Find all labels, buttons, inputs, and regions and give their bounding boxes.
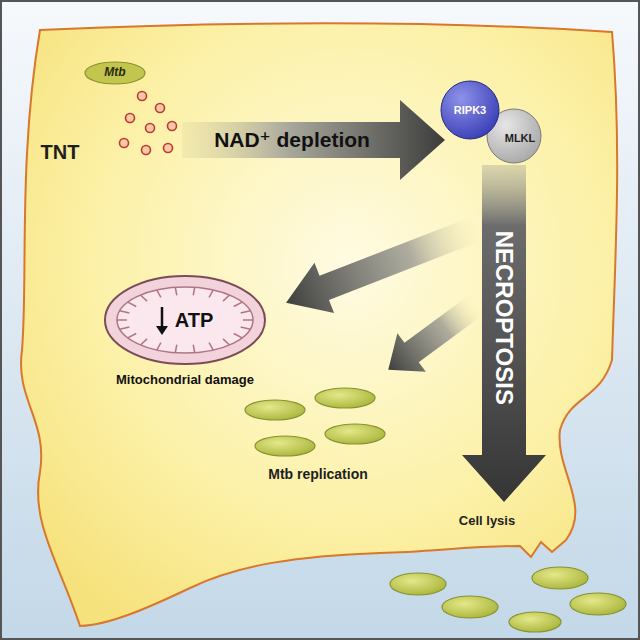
crista xyxy=(175,287,176,295)
crista xyxy=(223,339,230,345)
crista xyxy=(120,327,130,329)
crista xyxy=(117,319,127,321)
crista xyxy=(193,287,194,295)
crista xyxy=(157,343,161,350)
ripk3-protein: RIPK3 xyxy=(440,80,500,140)
crista xyxy=(128,302,136,306)
crista xyxy=(241,327,251,329)
arrow-label: NAD⁺ depletion xyxy=(214,128,370,152)
ripk3-protein-text: RIPK3 xyxy=(454,104,486,117)
crista xyxy=(209,290,213,297)
replication-label: Mtb replication xyxy=(268,466,368,482)
crista xyxy=(234,302,242,306)
crista xyxy=(223,295,230,301)
crista xyxy=(175,345,176,353)
crista xyxy=(140,339,147,345)
mtb-bacterium-text: Mtb xyxy=(104,66,125,80)
crista xyxy=(128,334,136,338)
crista xyxy=(241,311,251,313)
mlkl-protein-text: MLKL xyxy=(505,132,536,145)
mtb-replicating-bacteria xyxy=(245,388,385,456)
released-bacteria xyxy=(390,567,626,632)
lysis-label: Cell lysis xyxy=(459,514,515,529)
mitochondrion-text: ATP xyxy=(175,309,214,332)
outer-membrane xyxy=(105,276,265,364)
decrease-arrow-head xyxy=(156,326,168,335)
crista xyxy=(193,345,194,353)
crista xyxy=(120,311,130,313)
toxin-label: TNT xyxy=(41,141,80,164)
pathway-label: NECROPTOSIS xyxy=(490,231,518,405)
cristae xyxy=(117,287,253,352)
mitochondrion-text: Mitochondrial damage xyxy=(116,373,254,388)
mlkl-protein-outline xyxy=(487,109,541,163)
crista xyxy=(140,295,147,301)
macrophage-cell xyxy=(21,24,617,627)
necroptosis-arrow xyxy=(462,165,546,502)
ripk3-protein-outline xyxy=(441,81,499,139)
tnt-molecules xyxy=(120,92,177,155)
crista xyxy=(243,319,253,321)
inner-membrane xyxy=(117,287,253,353)
mtb-bacterium: Mtb xyxy=(84,61,146,85)
nad-depletion-arrow xyxy=(182,100,445,180)
crista xyxy=(157,290,161,297)
crista xyxy=(209,343,213,350)
replication-arrow xyxy=(374,286,490,389)
decrease-arrow-shaft xyxy=(161,307,164,329)
crista xyxy=(234,334,242,338)
mtb-bacterium-outline xyxy=(85,62,145,84)
mitochondrion: ATP Mitochondrial damage xyxy=(100,274,270,392)
